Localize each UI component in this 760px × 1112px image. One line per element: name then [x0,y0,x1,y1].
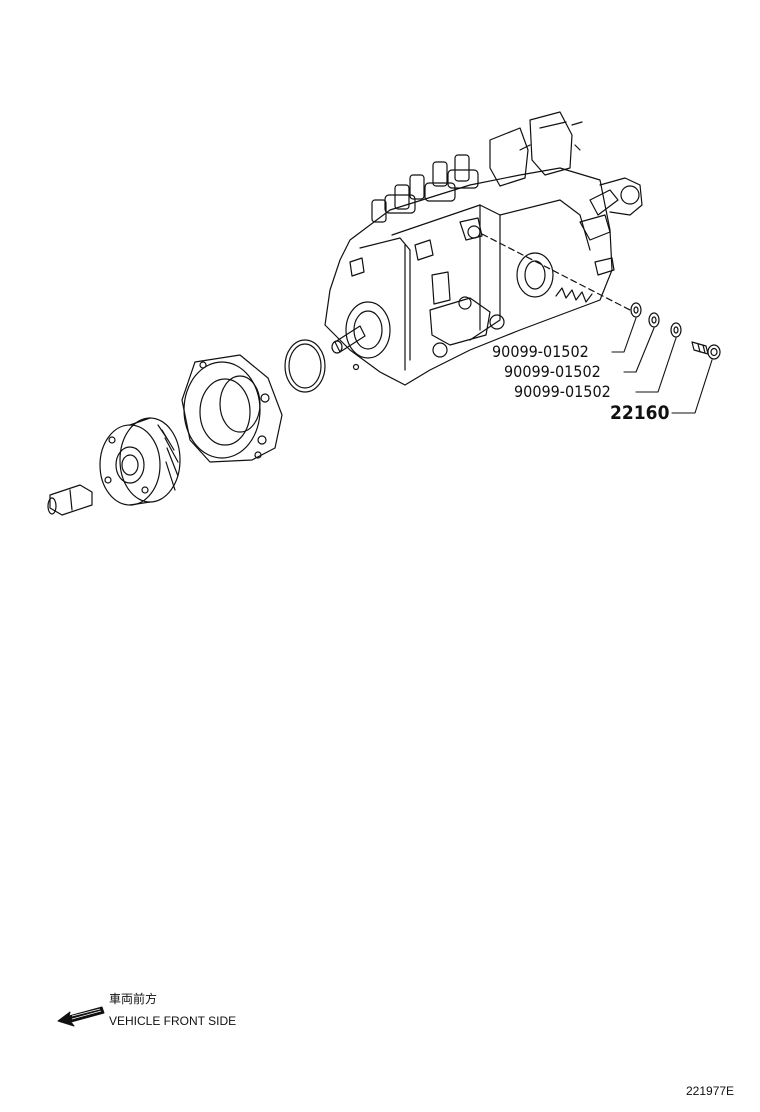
injection-pump-assembly [324,111,643,386]
washer-1 [630,302,642,318]
callout-label-1[interactable]: 90099-01502 [492,342,589,361]
washer-3 [670,322,682,338]
vehicle-front-label-jp: 車両前方 [109,992,158,1006]
callout-label-2[interactable]: 90099-01502 [504,362,601,381]
shaft-coupling [47,484,93,516]
washer-2 [648,312,660,328]
drive-gear [99,417,181,506]
bolt [691,341,721,360]
callout-label-3[interactable]: 90099-01502 [514,382,611,401]
vehicle-front-label-en: VEHICLE FRONT SIDE [109,1014,237,1028]
diagram-id: 221977E [686,1084,735,1098]
callout-label-4[interactable]: 22160 [610,402,670,424]
o-ring [284,339,326,393]
small-pin [352,363,360,371]
bearing-housing [181,354,283,463]
front-direction-arrow-icon [57,1006,105,1027]
